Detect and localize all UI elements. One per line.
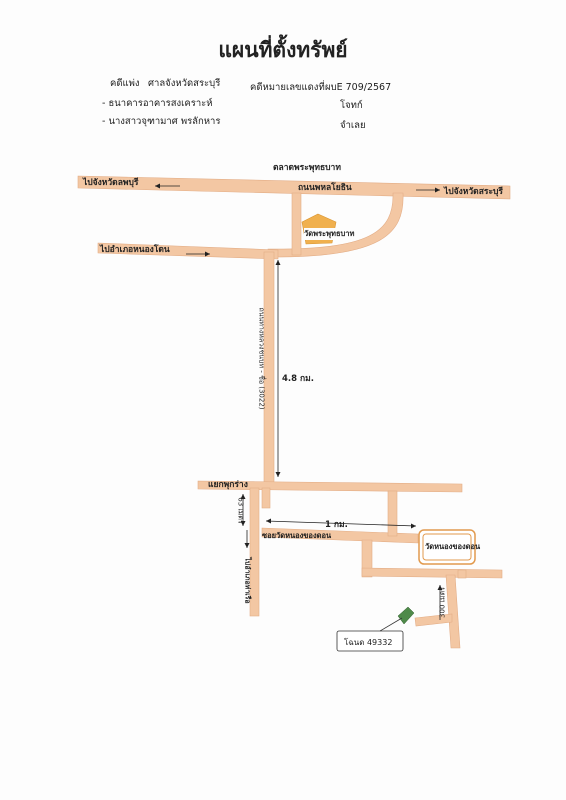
temple-nong-box — [418, 529, 476, 565]
court-name: ศาลจังหวัดสระบุรี — [148, 78, 221, 89]
nong-don-label: ไปอำเภอหนองโดน — [100, 245, 170, 255]
road-nong-don — [97, 242, 279, 260]
distance-48-label: 4.8 กม. — [282, 374, 314, 384]
road-soi — [261, 527, 419, 544]
road-main-label: ถนนพหลโยธิน — [298, 183, 352, 193]
junction-label: แยกพุกร่าง — [208, 480, 248, 490]
road-tha-ruea — [249, 487, 260, 617]
page-title: แผนที่ตั้งทรัพย์ — [218, 37, 348, 62]
lopburi-label: ไปจังหวัดลพบุรี — [83, 178, 139, 188]
saraburi-label: ไปจังหวัดสระบุรี — [444, 187, 503, 197]
deed-callout — [336, 630, 404, 652]
defendant-role: จำเลย — [340, 120, 366, 131]
road-curve — [267, 192, 404, 258]
road-loop-bottom — [361, 567, 503, 579]
dim-1km — [265, 520, 417, 527]
dist-63-label: 63 เมตร — [236, 497, 245, 524]
distance-1km-label: 1 กม. — [325, 520, 348, 530]
plaintiff-role: โจทก์ — [340, 100, 363, 111]
road-stub — [261, 487, 271, 509]
road-temple-branch — [291, 192, 302, 256]
case-number: ผบE 709/2567 — [325, 82, 392, 93]
tha-ruea-label: ไปอำเภอท่าเรือ — [243, 557, 252, 604]
road-loop-top — [387, 490, 398, 537]
highway-label: ถนนทางหลวงชนบท - ชื่อ (3022) — [257, 307, 266, 410]
temple-label: วัดพระพุทธบาท — [304, 228, 355, 240]
temple-nong-label: วัดหนองของดอน — [425, 542, 481, 551]
road-plot — [445, 574, 461, 649]
deed-label: โฉนด 49332 — [344, 638, 393, 647]
plot-marker — [397, 606, 415, 625]
defendant-name: - นางสาวจุฑามาศ พรลักหาร — [102, 116, 221, 127]
case-number-label: คดีหมายเลขแดงที่ — [250, 82, 325, 93]
dist-300-label: 300 เมตร — [438, 587, 447, 618]
plaintiff-name: - ธนาคารอาคารสงเคราะห์ — [102, 98, 213, 109]
road-right-link — [457, 569, 467, 579]
market-label: ตลาดพระพุทธบาท — [273, 163, 341, 173]
case-type: คดีแพ่ง — [110, 78, 140, 89]
soi-label: ซอยวัดหนองของดอน — [262, 531, 332, 540]
